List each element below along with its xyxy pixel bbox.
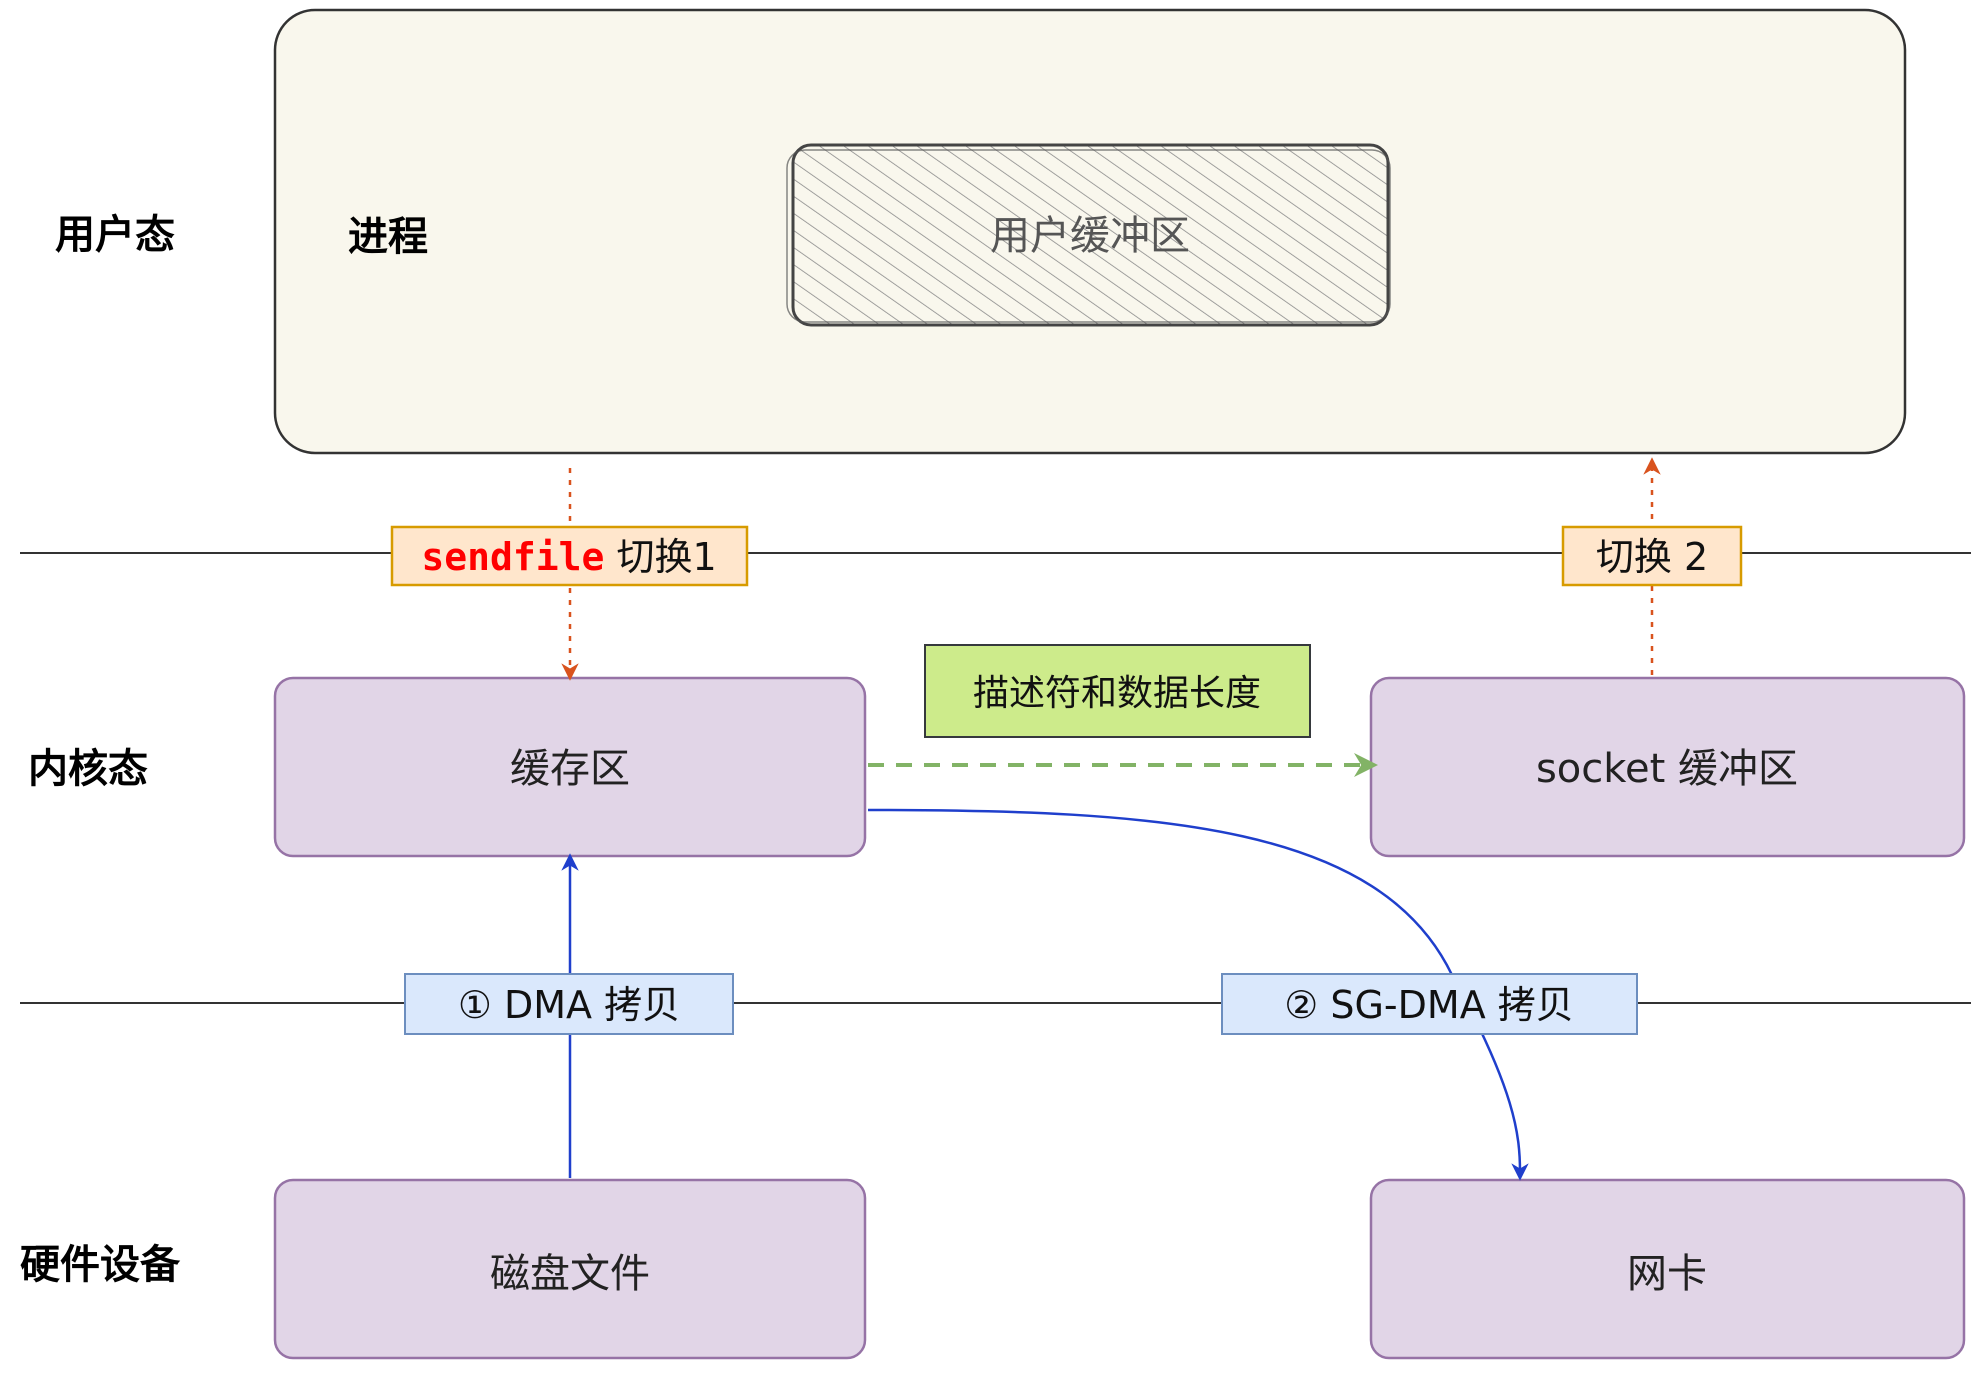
dma-tag-text: ① DMA 拷贝 [458, 983, 680, 1027]
cache-label: 缓存区 [510, 746, 630, 792]
descriptor-tag [924, 644, 1311, 738]
layer-label-kernel: 内核态 [28, 746, 148, 792]
process-title: 进程 [348, 214, 428, 260]
descriptor-tag-text: 描述符和数据长度 [973, 673, 1261, 714]
user-buffer-box [791, 143, 1390, 327]
switch2-tag-text: 切换 2 [1596, 535, 1708, 579]
sgdma-arrow [867, 808, 1529, 1181]
user-buffer-label: 用户缓冲区 [990, 213, 1190, 259]
switch1-tag-rest: 切换1 [604, 535, 716, 579]
switch2-tag [1561, 525, 1743, 587]
disk-file-box [273, 1178, 867, 1360]
nic-label: 网卡 [1627, 1251, 1707, 1297]
disk-file-label: 磁盘文件 [490, 1251, 650, 1297]
layer-label-hardware: 硬件设备 [20, 1242, 181, 1288]
layer-label-user: 用户态 [55, 212, 175, 258]
socket-buffer-label: socket 缓冲区 [1536, 746, 1798, 792]
switch1-tag [390, 525, 749, 587]
dma-tag [404, 973, 734, 1035]
sgdma-tag-text: ② SG-DMA 拷贝 [1284, 983, 1574, 1027]
switch1-tag-text: sendfile 切换1 [421, 535, 716, 579]
nic-box [1369, 1178, 1966, 1360]
sgdma-tag [1221, 973, 1638, 1035]
sendfile-keyword: sendfile [421, 535, 604, 579]
